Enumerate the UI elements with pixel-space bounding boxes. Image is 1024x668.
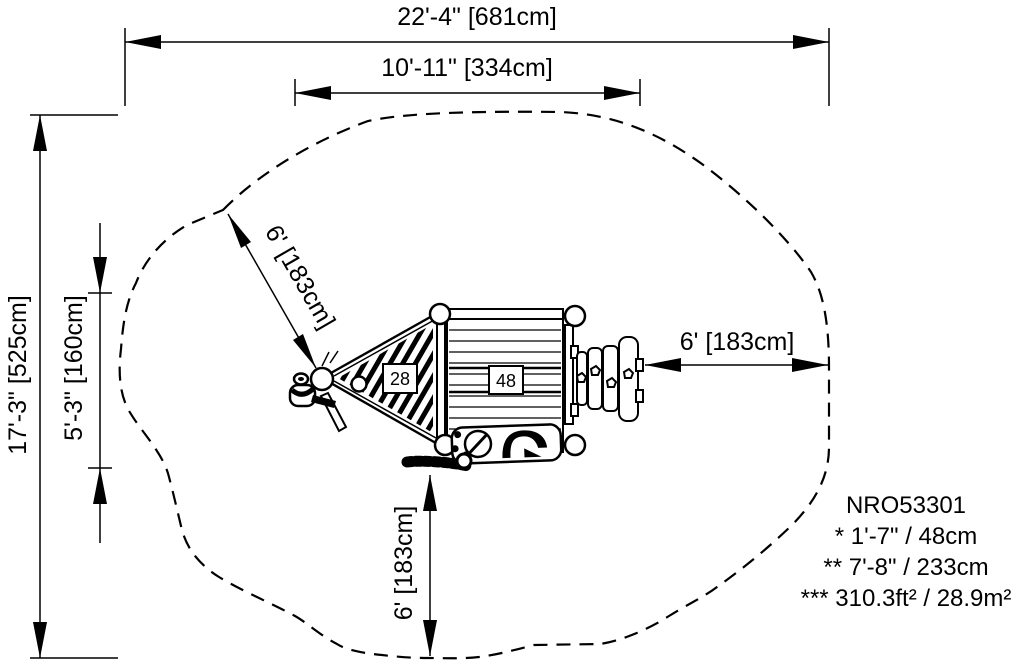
arrowhead-right-icon <box>793 35 829 49</box>
dimension-text-use-zone-bottom: 6' [183cm] <box>390 506 418 621</box>
climbing-holds <box>575 364 635 388</box>
triangle-deck-label-box <box>382 363 418 394</box>
panel-rivet <box>454 431 462 439</box>
arrowhead-right-icon <box>792 358 828 372</box>
post <box>563 304 587 328</box>
climbing-hold-icon <box>622 367 635 379</box>
post <box>563 433 587 457</box>
triangle-deck-label: 28 <box>390 369 410 389</box>
panel-foot <box>524 448 542 458</box>
dimension-use-zone-right: 6' [183cm] <box>645 328 828 372</box>
wall-tab <box>635 389 644 403</box>
panel-rivet <box>451 445 459 453</box>
apex-antenna <box>321 351 330 367</box>
arrowhead-left-icon <box>645 358 681 372</box>
title-block: NRO53301 * 1'-7" / 48cm ** 7'-8" / 233cm… <box>801 492 1012 612</box>
arrowhead-up-icon <box>93 468 107 504</box>
arrowhead-down-icon <box>93 257 107 293</box>
ship-wheel-hub <box>298 377 304 381</box>
dimension-text-overall-width: 22'-4" [681cm] <box>397 3 557 31</box>
climbing-wall <box>570 336 644 422</box>
dimension-text-inner-width: 10'-11" [334cm] <box>381 54 553 82</box>
dimension-inner-depth: 5'-3" [160cm] <box>60 223 112 543</box>
triangle-inner-edge <box>333 318 437 377</box>
triangle-inner-edge <box>333 380 437 439</box>
use-zone-boundary <box>118 110 831 660</box>
panel-wave-cutout <box>502 430 548 459</box>
wall-slat <box>587 347 603 410</box>
arrowhead-right-icon <box>604 86 640 100</box>
apex-antenna <box>329 350 339 364</box>
telescope-mount <box>311 395 336 408</box>
arrowhead-up-icon <box>423 475 437 511</box>
apex-post-assembly <box>288 350 348 433</box>
corner-posts <box>428 302 587 457</box>
triangle-deck: 28 <box>320 309 443 448</box>
arrowhead-left-icon <box>125 35 161 49</box>
wall-tab <box>635 358 644 372</box>
square-deck-label-box <box>488 365 524 395</box>
square-deck-label: 48 <box>496 371 516 391</box>
ship-wheel-band <box>290 387 315 397</box>
note-deck-height: * 1'-7" / 48cm <box>835 523 978 550</box>
climbing-hold-icon <box>575 371 588 383</box>
arrowhead-up-icon <box>33 115 47 151</box>
arrowhead-down-icon <box>33 622 47 658</box>
dimension-text-use-zone-upper-left: 6' [183cm] <box>259 220 341 333</box>
dimension-use-zone-upper-left: 6' [183cm] <box>227 213 341 369</box>
dimension-use-zone-bottom: 6' [183cm] <box>390 475 437 656</box>
dimension-text-overall-depth: 17'-3" [525cm] <box>4 295 32 455</box>
dimension-overall-depth: 17'-3" [525cm] <box>4 114 118 659</box>
deck-top-rail <box>447 308 564 320</box>
chain-element <box>401 452 474 472</box>
deck-drain-hole <box>350 375 368 393</box>
steering-wheel-spoke <box>468 433 488 455</box>
wall-bracket <box>570 403 579 417</box>
product-code: NRO53301 <box>846 492 966 519</box>
arrowhead-downright-icon <box>293 334 316 368</box>
note-use-zone-area: *** 310.3ft² / 28.9m² <box>801 585 1012 612</box>
apex-post <box>309 366 335 392</box>
note-overall-height: ** 7'-8" / 233cm <box>823 554 988 581</box>
chain-shackle <box>455 452 473 470</box>
arrowhead-down-icon <box>423 620 437 656</box>
play-structure: 28 48 <box>288 302 644 472</box>
dimension-inner-width: 10'-11" [334cm] <box>294 54 641 106</box>
climbing-hold-icon <box>605 376 618 388</box>
post <box>428 302 452 326</box>
arrowhead-upleft-icon <box>228 214 251 248</box>
deck-left-strip <box>436 320 446 440</box>
dimension-text-inner-depth: 5'-3" [160cm] <box>60 295 88 441</box>
arrowhead-left-icon <box>295 86 331 100</box>
climbing-hold-icon <box>589 364 602 376</box>
dimension-overall-width: 22'-4" [681cm] <box>124 3 830 106</box>
dimension-text-use-zone-right: 6' [183cm] <box>680 328 795 356</box>
